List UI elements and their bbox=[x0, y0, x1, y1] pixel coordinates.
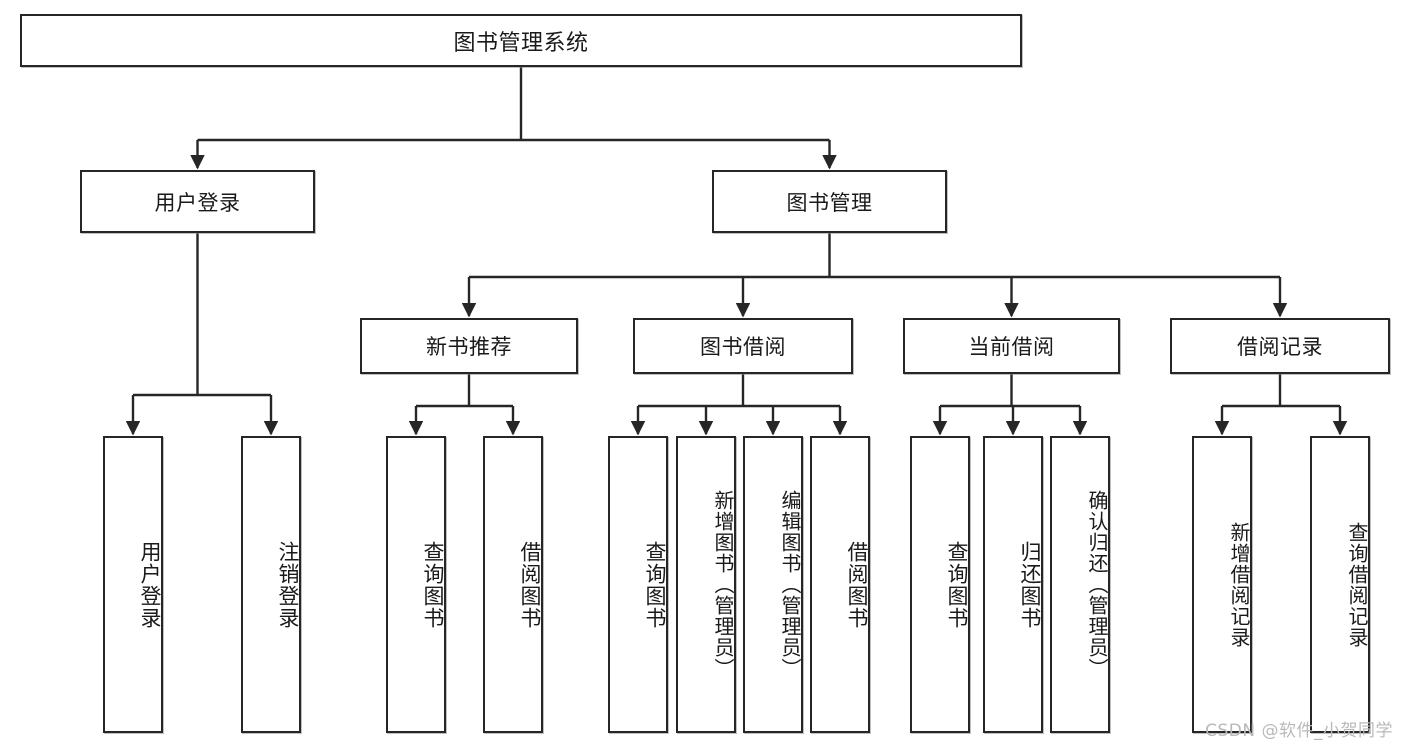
node-label: 当前借阅 bbox=[968, 335, 1055, 359]
node-new-book-recommend[interactable]: 新书推荐 bbox=[360, 318, 578, 374]
node-leaf-return-book[interactable]: 归还图书 bbox=[983, 436, 1043, 733]
node-label: 图书管理 bbox=[786, 190, 873, 215]
node-label: 借阅图书 bbox=[845, 540, 869, 629]
node-leaf-add-record[interactable]: 新增借阅记录 bbox=[1192, 436, 1252, 733]
node-root-system[interactable]: 图书管理系统 bbox=[20, 14, 1022, 67]
node-leaf-borrow-book-2[interactable]: 借阅图书 bbox=[810, 436, 870, 733]
node-label: 归还图书 bbox=[1018, 540, 1042, 629]
node-leaf-query-book-1[interactable]: 查询图书 bbox=[386, 436, 446, 733]
node-label: 查询图书 bbox=[945, 540, 969, 629]
node-borrow-record[interactable]: 借阅记录 bbox=[1170, 318, 1390, 374]
node-label: 查询借阅记录 bbox=[1345, 521, 1369, 648]
node-leaf-query-book-2[interactable]: 查询图书 bbox=[608, 436, 668, 733]
node-label: 注销登录 bbox=[276, 540, 300, 629]
node-leaf-query-record[interactable]: 查询借阅记录 bbox=[1310, 436, 1370, 733]
node-user-login[interactable]: 用户登录 bbox=[80, 170, 315, 233]
node-leaf-query-book-3[interactable]: 查询图书 bbox=[910, 436, 970, 733]
node-label: 查询图书 bbox=[643, 540, 667, 629]
node-label: 新书推荐 bbox=[426, 335, 512, 359]
node-leaf-logout-login[interactable]: 注销登录 bbox=[241, 436, 301, 733]
node-current-borrow[interactable]: 当前借阅 bbox=[903, 318, 1120, 374]
node-leaf-edit-book[interactable]: 编辑图书（管理员） bbox=[743, 436, 803, 733]
csdn-watermark: CSDN @软件_小贺同学 bbox=[1205, 721, 1393, 741]
node-leaf-borrow-book-1[interactable]: 借阅图书 bbox=[483, 436, 543, 733]
node-label: 新增借阅记录 bbox=[1227, 521, 1251, 648]
node-leaf-user-login[interactable]: 用户登录 bbox=[103, 436, 163, 733]
node-label: 图书借阅 bbox=[700, 335, 786, 359]
node-leaf-confirm-return[interactable]: 确认归还（管理员） bbox=[1050, 436, 1110, 733]
node-label: 新增图书（管理员） bbox=[711, 490, 735, 679]
node-label: 图书管理系统 bbox=[453, 30, 589, 56]
node-label: 查询图书 bbox=[421, 540, 445, 629]
node-leaf-add-book[interactable]: 新增图书（管理员） bbox=[676, 436, 736, 733]
node-label: 用户登录 bbox=[138, 540, 162, 629]
node-label: 借阅图书 bbox=[518, 540, 542, 629]
node-label: 借阅记录 bbox=[1237, 335, 1323, 359]
node-book-manage[interactable]: 图书管理 bbox=[712, 170, 947, 233]
node-label: 用户登录 bbox=[154, 190, 241, 215]
node-label: 编辑图书（管理员） bbox=[778, 490, 802, 679]
node-book-borrow[interactable]: 图书借阅 bbox=[633, 318, 853, 374]
node-label: 确认归还（管理员） bbox=[1085, 490, 1109, 679]
